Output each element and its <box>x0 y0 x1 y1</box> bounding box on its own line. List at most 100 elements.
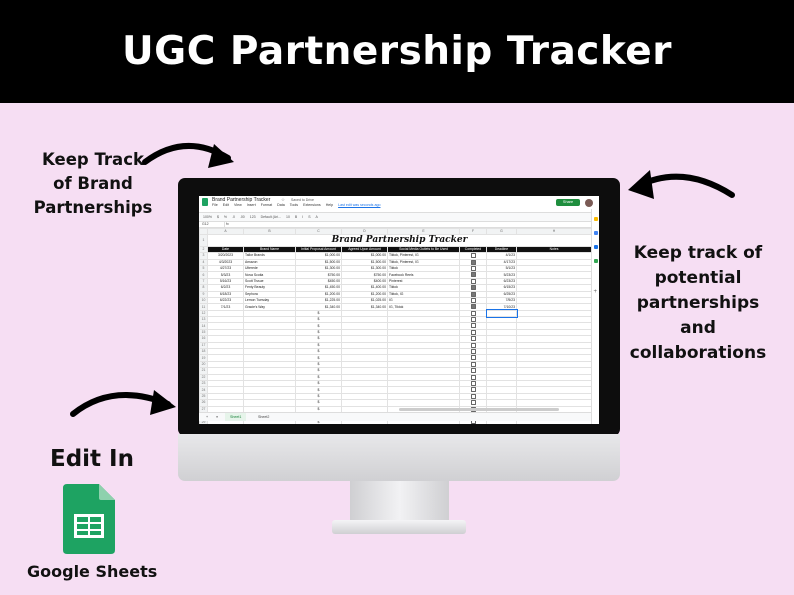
table-row: 23$ <box>199 379 592 388</box>
column-title[interactable]: Agreed Upon Amount <box>341 245 388 254</box>
menu-tools[interactable]: Tools <box>289 203 299 207</box>
completed-checkbox[interactable] <box>470 362 476 367</box>
table-row: 16$ <box>199 335 592 343</box>
completed-checkbox[interactable] <box>470 285 476 290</box>
sheet-title[interactable]: Brand Partnership Tracker <box>207 234 592 247</box>
table-row: 19$ <box>199 354 592 362</box>
completed-checkbox[interactable] <box>470 292 476 297</box>
tab-sheet1[interactable]: Sheet1 <box>225 413 247 421</box>
monitor-stand-neck <box>350 481 449 524</box>
menu-edit[interactable]: Edit <box>222 203 229 207</box>
completed-checkbox[interactable] <box>470 324 476 329</box>
completed-checkbox[interactable] <box>470 368 476 374</box>
add-sheet-button[interactable]: + <box>206 415 209 419</box>
menu-format[interactable]: Format <box>260 203 273 207</box>
completed-checkbox[interactable] <box>470 260 476 265</box>
completed-checkbox[interactable] <box>470 394 476 399</box>
completed-checkbox[interactable] <box>470 311 476 316</box>
completed-checkbox[interactable] <box>470 330 476 335</box>
page-title: UGC Partnership Tracker <box>122 29 672 74</box>
star-icon[interactable]: ☆ <box>281 197 286 202</box>
completed-checkbox[interactable] <box>470 279 476 284</box>
completed-checkbox[interactable] <box>470 336 476 342</box>
completed-checkbox[interactable] <box>470 375 476 380</box>
column-title[interactable]: Initial Proposal Amount <box>295 245 342 254</box>
completed-checkbox[interactable] <box>470 304 476 310</box>
doc-title[interactable]: Brand Partnership Tracker <box>212 197 271 203</box>
all-sheets-icon[interactable]: ≡ <box>216 415 219 419</box>
italic-button[interactable]: I <box>302 215 304 219</box>
right-caption-line: collaborations <box>629 343 767 363</box>
font-select[interactable]: Default (Ari... <box>260 215 282 219</box>
decrease-decimal-button[interactable]: .0 <box>231 215 235 219</box>
share-button[interactable]: Share <box>556 199 580 206</box>
title-banner: UGC Partnership Tracker <box>0 0 794 103</box>
completed-checkbox[interactable] <box>470 272 476 278</box>
spreadsheet-screen: Brand Partnership Tracker ☆ Saved to Dri… <box>199 196 599 424</box>
menu-data[interactable]: Data <box>277 203 285 207</box>
currency-button[interactable]: $ <box>216 215 219 219</box>
table-row: 18$ <box>199 348 592 356</box>
add-addon-icon[interactable]: + <box>593 289 598 295</box>
table-row: 22$ <box>199 373 592 382</box>
strikethrough-button[interactable]: S <box>308 215 311 219</box>
completed-checkbox[interactable] <box>470 400 476 405</box>
table-row: 21$ <box>199 367 592 375</box>
row-number[interactable]: 1 <box>199 234 208 247</box>
cell-reference[interactable]: G12 <box>199 221 225 227</box>
edit-in-label: Edit In <box>50 446 134 472</box>
table-row: 25$ <box>199 392 592 401</box>
menu-file[interactable]: File <box>212 203 218 207</box>
menu-view[interactable]: View <box>234 203 242 207</box>
sheets-topbar: Brand Partnership Tracker ☆ Saved to Dri… <box>199 196 599 209</box>
table-row: 20$ <box>199 360 592 369</box>
menu-extensions[interactable]: Extensions <box>303 203 321 207</box>
horizontal-scrollbar[interactable] <box>399 408 559 411</box>
sheet-tabs-bar: + ≡ Sheet1 Sheet2 <box>199 412 591 421</box>
sheets-doc-icon[interactable] <box>202 198 208 206</box>
google-sheets-label: Google Sheets <box>27 562 158 581</box>
font-size-select[interactable]: 10 <box>286 215 290 219</box>
completed-checkbox[interactable] <box>470 381 476 386</box>
completed-checkbox[interactable] <box>470 253 476 259</box>
tasks-icon[interactable] <box>594 231 598 235</box>
menu-help[interactable]: Help <box>325 203 334 207</box>
completed-checkbox[interactable] <box>470 387 476 393</box>
menu-bar: File Edit View Insert Format Data Tools … <box>212 203 380 207</box>
fx-icon: fx <box>225 222 229 226</box>
zoom-select[interactable]: 100% <box>203 215 212 219</box>
completed-checkbox[interactable] <box>470 343 476 348</box>
last-edit-link[interactable]: Last edit was seconds ago <box>338 203 381 207</box>
contacts-icon[interactable] <box>594 245 598 249</box>
tab-sheet2[interactable]: Sheet2 <box>258 415 270 419</box>
percent-button[interactable]: % <box>223 215 227 219</box>
toolbar: 100% $ % .0 .00 123 Default (Ari... 10 B… <box>199 212 591 222</box>
table-row: 17$ <box>199 341 592 350</box>
table-row: 14$ <box>199 322 592 330</box>
text-color-button[interactable]: A <box>315 215 318 219</box>
bold-button[interactable]: B <box>294 215 298 219</box>
increase-decimal-button[interactable]: .00 <box>239 215 245 219</box>
keep-icon[interactable] <box>594 217 598 221</box>
number-format-button[interactable]: 123 <box>249 215 256 219</box>
right-caption-line: potential <box>654 268 742 288</box>
right-caption: Keep track of potential partnerships and… <box>622 241 774 366</box>
completed-checkbox[interactable] <box>470 266 476 271</box>
avatar[interactable] <box>585 199 593 207</box>
menu-insert[interactable]: Insert <box>246 203 256 207</box>
completed-checkbox[interactable] <box>470 349 476 354</box>
table-row: 26$ <box>199 399 592 407</box>
completed-checkbox[interactable] <box>470 298 476 303</box>
table-row: 13$ <box>199 316 592 324</box>
completed-checkbox[interactable] <box>470 317 476 322</box>
completed-checkbox[interactable] <box>470 356 476 361</box>
maps-icon[interactable] <box>594 259 598 263</box>
table-row: 24$ <box>199 386 592 394</box>
